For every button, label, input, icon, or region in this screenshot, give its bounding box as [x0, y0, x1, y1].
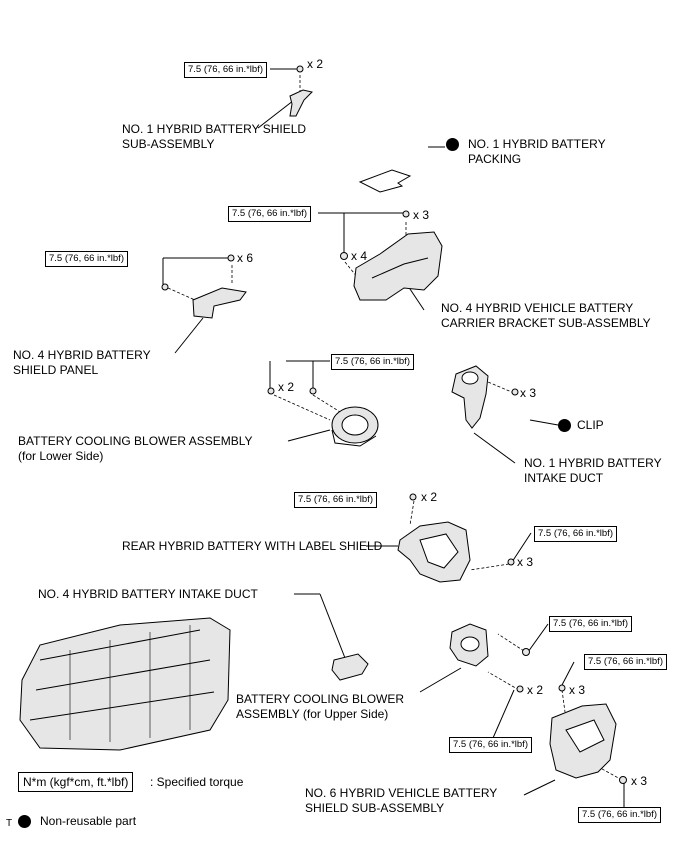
legend-nonreusable-text: Non-reusable part [40, 814, 137, 828]
nonreusable-mark-icon [446, 138, 459, 151]
torque-spec-10: 7.5 (76, 66 in.*lbf) [578, 807, 661, 823]
torque-spec-1: 7.5 (76, 66 in.*lbf) [184, 62, 267, 78]
torque-spec-5: 7.5 (76, 66 in.*lbf) [294, 492, 377, 508]
qty-label: x 6 [237, 251, 254, 265]
part-label-blower-lower: BATTERY COOLING BLOWER ASSEMBLY (for Low… [18, 434, 253, 463]
qty-label: x 2 [527, 683, 544, 697]
part-label-intake-duct-1: NO. 1 HYBRID BATTERY INTAKE DUCT [524, 456, 662, 485]
part-label-shield-sub: NO. 1 HYBRID BATTERY SHIELD SUB-ASSEMBLY [122, 122, 307, 151]
qty-label: x 2 [307, 57, 324, 71]
legend-torque-text: : Specified torque [150, 775, 244, 789]
qty-label: x 2 [278, 380, 295, 394]
part-label-intake-duct-4: NO. 4 HYBRID BATTERY INTAKE DUCT [38, 587, 258, 601]
qty-label: x 3 [631, 774, 648, 788]
torque-spec-4: 7.5 (76, 66 in.*lbf) [331, 354, 414, 370]
torque-spec-2: 7.5 (76, 66 in.*lbf) [228, 206, 311, 222]
torque-spec-8: 7.5 (76, 66 in.*lbf) [584, 654, 667, 670]
qty-label: x 3 [520, 386, 537, 400]
qty-label: x 4 [351, 249, 368, 263]
part-label-shield-panel: NO. 4 HYBRID BATTERY SHIELD PANEL [13, 348, 151, 377]
legend-torque-box: N*m (kgf*cm, ft.*lbf) [18, 772, 134, 792]
part-label-clip: CLIP [577, 418, 604, 432]
qty-label: x 3 [413, 208, 430, 222]
part-label-carrier-bracket: NO. 4 HYBRID VEHICLE BATTERY CARRIER BRA… [441, 301, 651, 330]
torque-spec-3: 7.5 (76, 66 in.*lbf) [45, 251, 128, 267]
nonreusable-legend-icon [18, 815, 31, 828]
qty-label: x 3 [569, 683, 586, 697]
nonreusable-mark-icon [558, 419, 571, 432]
part-label-packing: NO. 1 HYBRID BATTERY PACKING [468, 137, 606, 166]
legend-t-mark: T [6, 818, 13, 829]
qty-label: x 3 [517, 555, 534, 569]
torque-spec-9: 7.5 (76, 66 in.*lbf) [449, 737, 532, 753]
part-label-shield-sub-6: NO. 6 HYBRID VEHICLE BATTERY SHIELD SUB-… [305, 786, 498, 815]
part-label-rear-label-shield: REAR HYBRID BATTERY WITH LABEL SHIELD [122, 539, 383, 553]
torque-spec-6: 7.5 (76, 66 in.*lbf) [534, 526, 617, 542]
part-label-blower-upper: BATTERY COOLING BLOWER ASSEMBLY (for Upp… [236, 692, 405, 721]
torque-spec-7: 7.5 (76, 66 in.*lbf) [549, 616, 632, 632]
qty-label: x 2 [421, 490, 438, 504]
